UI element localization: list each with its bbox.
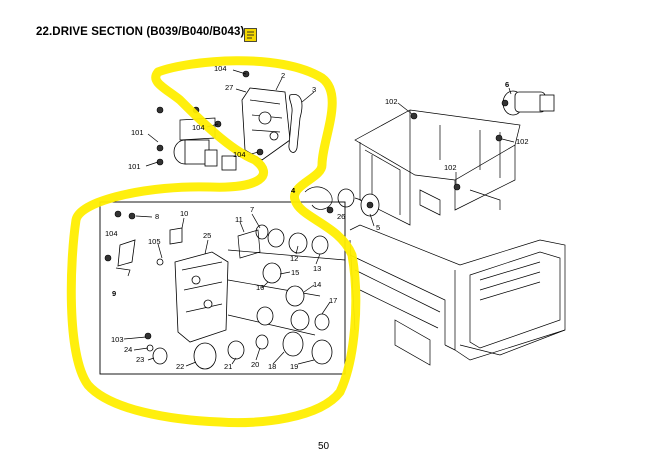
callout-label: 4 <box>291 186 296 195</box>
motor-part-6 <box>501 90 555 116</box>
callout-label: 17 <box>329 296 337 305</box>
callout-label: 25 <box>203 231 211 240</box>
callout-label: 8 <box>155 212 159 221</box>
callout-label: 104 <box>192 123 205 132</box>
callout-labels: 104 2 27 3 104 101 104 101 4 26 5 6 102 … <box>105 64 529 371</box>
callout-label: 102 <box>516 137 529 146</box>
note-icon[interactable] <box>244 28 257 42</box>
leader-lines <box>123 69 515 367</box>
page-title: 22.DRIVE SECTION (B039/B040/B043) <box>36 26 245 38</box>
callout-label: 102 <box>385 97 398 106</box>
callout-label: 2 <box>281 71 285 80</box>
callout-label: 23 <box>136 355 144 364</box>
callout-label: 101 <box>131 128 144 137</box>
callout-label: 6 <box>505 80 509 89</box>
callout-label: 26 <box>337 212 345 221</box>
page-number: 50 <box>318 441 330 452</box>
callout-label: 104 <box>214 64 227 73</box>
gear-assembly-4-26-5 <box>304 186 380 217</box>
callout-label: 105 <box>148 237 161 246</box>
callout-label: 102 <box>444 163 457 172</box>
callout-label: 9 <box>112 289 116 298</box>
callout-label: 101 <box>128 162 141 171</box>
callout-label: 13 <box>313 264 321 273</box>
callout-label: 19 <box>290 362 298 371</box>
callout-label: 15 <box>291 268 299 277</box>
gear-detail-box <box>99 201 346 375</box>
machine-frame <box>349 109 566 366</box>
callout-label: 24 <box>124 345 132 354</box>
callout-label: 104 <box>105 229 118 238</box>
callout-label: 22 <box>176 362 184 371</box>
callout-label: 7 <box>250 205 254 214</box>
callout-label: 11 <box>235 215 243 224</box>
callout-label: 104 <box>233 150 246 159</box>
callout-label: 27 <box>225 83 233 92</box>
callout-label: 14 <box>313 280 321 289</box>
callout-label: 18 <box>268 362 276 371</box>
screws-102 <box>410 112 503 191</box>
highlight-outline <box>66 56 361 428</box>
callout-label: 21 <box>224 362 232 371</box>
callout-label: 20 <box>251 360 259 369</box>
callout-label: 3 <box>312 85 316 94</box>
callout-label: 10 <box>180 209 188 218</box>
callout-label: 16 <box>256 283 264 292</box>
callout-label: 12 <box>290 254 298 263</box>
callout-label: 103 <box>111 335 124 344</box>
callout-label: 5 <box>376 223 380 232</box>
upper-drive-assembly <box>156 70 303 171</box>
